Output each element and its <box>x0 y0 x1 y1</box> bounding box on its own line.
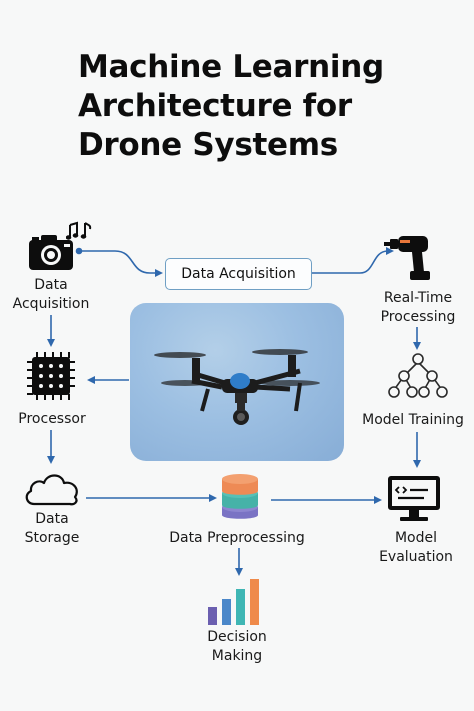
processor-label: Processor <box>18 411 86 427</box>
camera-label-line-1: Data <box>34 277 68 293</box>
tree-network-icon <box>388 353 448 398</box>
realtime-label: Real-Time Processing <box>366 289 470 327</box>
storage-label: Data Storage <box>0 510 104 548</box>
music-note-icon <box>66 221 92 240</box>
decision-label-line-2: Making <box>211 648 263 664</box>
cloud-icon <box>25 474 78 506</box>
database-icon <box>222 474 258 519</box>
title-line-1: Machine Learning <box>78 49 384 85</box>
preprocessing-label: Data Preprocessing <box>169 530 305 546</box>
storage-label-line-1: Data <box>35 511 69 527</box>
model-training-label: Model Training <box>362 412 464 428</box>
arrow-box-to-drill <box>311 247 394 274</box>
arrow-camera-to-box <box>79 250 163 277</box>
camera-label: Data Acquisition <box>0 276 102 314</box>
evaluation-label: Model Evaluation <box>362 529 470 567</box>
drone-illustration <box>154 349 320 425</box>
chip-icon <box>27 352 75 400</box>
bar-chart-icon <box>208 579 259 625</box>
camera-icon <box>29 235 73 270</box>
title-line-2: Architecture for <box>78 88 352 124</box>
decision-label-line-1: Decision <box>207 629 267 645</box>
drill-icon <box>384 236 430 280</box>
drone-photo <box>130 303 344 461</box>
page-title: Machine Learning Architecture for Drone … <box>78 48 458 165</box>
evaluation-label-line-1: Model <box>394 530 438 546</box>
title-line-3: Drone Systems <box>78 127 338 163</box>
monitor-code-icon <box>388 476 440 521</box>
storage-label-line-2: Storage <box>24 530 80 546</box>
data-acquisition-box: Data Acquisition <box>165 258 312 290</box>
camera-label-line-2: Acquisition <box>12 296 90 312</box>
realtime-label-line-2: Processing <box>380 309 456 325</box>
decision-label: Decision Making <box>180 628 294 666</box>
evaluation-label-line-2: Evaluation <box>379 549 453 565</box>
realtime-label-line-1: Real-Time <box>383 290 453 306</box>
